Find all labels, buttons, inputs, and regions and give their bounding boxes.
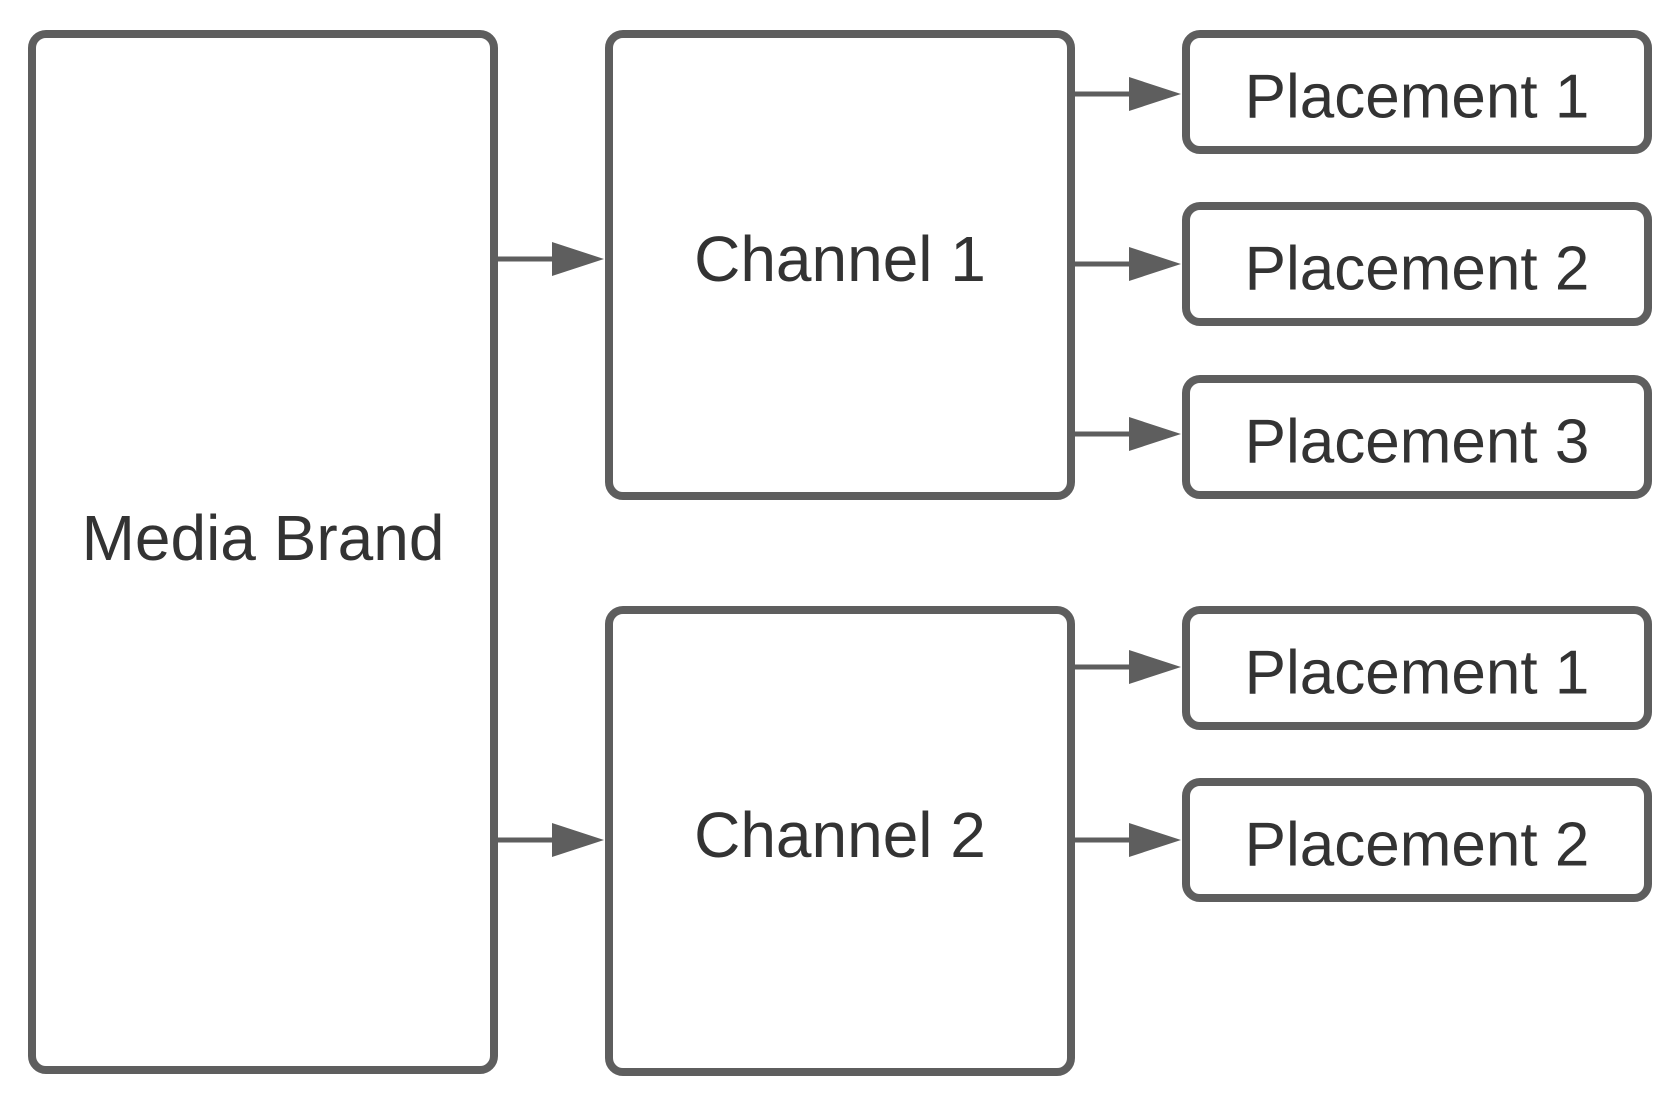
media-brand-box [28,30,498,1074]
edge-channel-2-to-placement-2 [1075,823,1181,857]
channel-2-placement-2-box [1182,778,1652,902]
channel-1-node: Channel 1 [605,30,1075,500]
channel-2-placement-1-label: Placement 1 [1245,639,1590,708]
edge-channel-2-to-placement-1 [1075,650,1181,684]
channel-1-placement-3-node: Placement 3 [1182,375,1652,499]
media-brand-label: Media Brand [82,502,445,574]
edge-channel-1-to-placement-2 [1075,247,1181,281]
channel-1-placement-1-box [1182,30,1652,154]
channel-1-box [605,30,1075,500]
channel-2-placement-2-node: Placement 2 [1182,778,1652,902]
edge-channel-1-to-placement-3 [1075,417,1181,451]
channel-2-box [605,606,1075,1076]
edge-media-brand-to-channel-2 [498,823,604,857]
channel-1-placement-2-node: Placement 2 [1182,202,1652,326]
arrowhead-icon [552,242,604,276]
channel-1-placement-1-label: Placement 1 [1245,63,1590,132]
channel-2-placement-2-label: Placement 2 [1245,811,1590,880]
edge-channel-1-to-placement-1 [1075,77,1181,111]
channel-1-placement-3-label: Placement 3 [1245,408,1590,477]
edge-media-brand-to-channel-1 [498,242,604,276]
channel-2-node: Channel 2 [605,606,1075,1076]
arrowhead-icon [1129,823,1181,857]
channel-1-label: Channel 1 [694,223,986,295]
arrowhead-icon [1129,417,1181,451]
channel-1-placement-2-box [1182,202,1652,326]
arrowhead-icon [1129,247,1181,281]
media-brand-node: Media Brand [28,30,498,1074]
channel-2-label: Channel 2 [694,799,986,871]
channel-2-placement-1-node: Placement 1 [1182,606,1652,730]
channel-1-placement-1-node: Placement 1 [1182,30,1652,154]
channel-2-placement-1-box [1182,606,1652,730]
arrowhead-icon [1129,77,1181,111]
channel-1-placement-3-box [1182,375,1652,499]
channel-1-placement-2-label: Placement 2 [1245,235,1590,304]
arrowhead-icon [552,823,604,857]
arrowhead-icon [1129,650,1181,684]
